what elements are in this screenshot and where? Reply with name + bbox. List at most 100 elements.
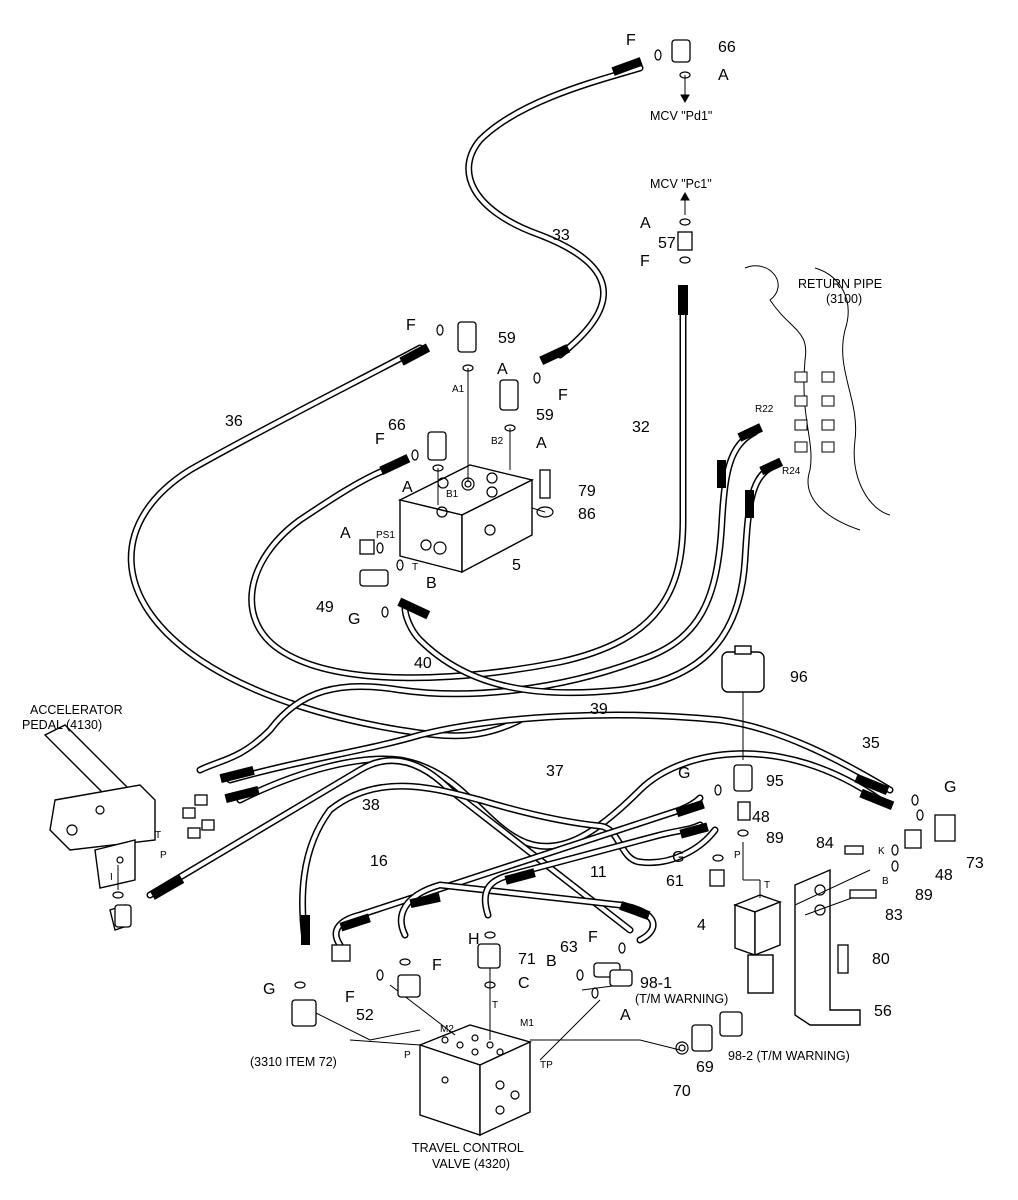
part-66-top: 66: [718, 39, 736, 56]
letter-C: C: [518, 975, 530, 992]
part-36: 36: [225, 413, 243, 430]
port-tp: TP: [540, 1060, 553, 1071]
letter-F-52: F: [345, 989, 355, 1006]
label-tm-warning-1: (T/M WARNING): [635, 992, 728, 1006]
accumulator-96: [721, 645, 765, 760]
pedal-port-i: I: [110, 872, 113, 883]
fittings: [114, 39, 956, 1052]
part-89-center: 89: [766, 830, 784, 847]
letter-F-lower: F: [432, 957, 442, 974]
label-accelerator-pedal-2: PEDAL (4130): [22, 718, 102, 732]
label-accelerator-pedal: ACCELERATOR: [30, 703, 123, 717]
part-16: 16: [370, 853, 388, 870]
part-48-center: 48: [752, 809, 770, 826]
port-r22: R22: [755, 404, 774, 415]
label-return-pipe: RETURN PIPE: [798, 277, 882, 291]
port-labels: A1 B2 B1 PS1 T R22 R24 T P I P T K B M2 …: [110, 384, 889, 1071]
label-mcv-pc1: MCV "Pc1": [650, 177, 712, 191]
part-4: 4: [697, 917, 706, 934]
letter-F-pc1: F: [640, 253, 650, 270]
solenoid-valve-4: [733, 894, 782, 994]
port-t: T: [412, 562, 418, 573]
part-5: 5: [512, 557, 521, 574]
part-40: 40: [414, 655, 432, 672]
valve-port-p: P: [734, 850, 741, 861]
hose-16: [299, 782, 719, 944]
letter-F-59: F: [406, 317, 416, 334]
letter-F-33: F: [558, 387, 568, 404]
part-33: 33: [552, 227, 570, 244]
label-travel-control-valve: TRAVEL CONTROL: [412, 1141, 524, 1155]
part-79: 79: [578, 483, 596, 500]
part-63: 63: [560, 939, 578, 956]
part-48-right: 48: [935, 867, 953, 884]
part-56: 56: [874, 1003, 892, 1020]
part-59-lower: 59: [536, 407, 554, 424]
port-b1: B1: [446, 489, 459, 500]
part-52: 52: [356, 1007, 374, 1024]
letter-A-a1: A: [497, 361, 508, 378]
pedal-port-p: P: [160, 850, 167, 861]
letter-A-block: A: [402, 479, 413, 496]
part-80: 80: [872, 951, 890, 968]
part-39: 39: [590, 701, 608, 718]
letter-H: H: [468, 931, 480, 948]
letter-G-49: G: [348, 611, 360, 628]
part-98-1: 98-1: [640, 975, 672, 992]
letter-F-66: F: [375, 431, 385, 448]
label-mcv-pd1: MCV "Pd1": [650, 109, 712, 123]
port-ps1: PS1: [376, 530, 395, 541]
label-travel-control-valve-2: VALVE (4320): [432, 1157, 510, 1171]
part-37: 37: [546, 763, 564, 780]
letter-A-top: A: [718, 67, 729, 84]
part-59-upper: 59: [498, 330, 516, 347]
port-a1: A1: [452, 384, 465, 395]
part-95: 95: [766, 773, 784, 790]
hose-11: [332, 794, 704, 949]
part-84: 84: [816, 835, 834, 852]
seal-letter-labels: F A A F F A F A F A A B G G G G H F B F …: [263, 32, 956, 1024]
letter-G-95: G: [678, 765, 690, 782]
letter-F-63: F: [588, 929, 598, 946]
part-86: 86: [578, 506, 596, 523]
leader-lines: [117, 75, 871, 1061]
hose-37: [236, 750, 884, 850]
port-b2: B2: [491, 436, 504, 447]
label-tm-warning-2: 98-2 (T/M WARNING): [728, 1049, 850, 1063]
letter-A-pc1: A: [640, 215, 651, 232]
letter-G-lower: G: [263, 981, 275, 998]
bracket-56: [794, 868, 861, 1026]
hose-32: [248, 286, 687, 682]
port-r24: R24: [782, 466, 801, 477]
part-11: 11: [590, 864, 607, 881]
part-38: 38: [362, 797, 380, 814]
part-71: 71: [518, 951, 536, 968]
letter-A-ps1: A: [340, 525, 351, 542]
return-pipe: [744, 265, 891, 531]
part-61: 61: [666, 873, 684, 890]
pedal-port-t: T: [155, 830, 161, 841]
label-3310-item-72: (3310 ITEM 72): [250, 1055, 337, 1069]
letter-A-lower: A: [620, 1007, 631, 1024]
caption-labels: MCV "Pd1" MCV "Pc1" RETURN PIPE (3100) A…: [22, 109, 882, 1171]
valve-port-t: T: [764, 880, 770, 891]
part-66-mid: 66: [388, 417, 406, 434]
port-m1: M1: [520, 1018, 534, 1029]
pilot-valve-block-5: [397, 464, 546, 574]
letter-A-b2: A: [536, 435, 547, 452]
letter-B-lower: B: [546, 953, 557, 970]
letter-F-top: F: [626, 32, 636, 49]
port-k: K: [878, 846, 885, 857]
part-89-right: 89: [915, 887, 933, 904]
hose-38: [146, 756, 634, 934]
part-32: 32: [632, 419, 650, 436]
label-return-pipe-ref: (3100): [826, 292, 862, 306]
part-49: 49: [316, 599, 334, 616]
letter-G-61: G: [672, 849, 684, 866]
accelerator-pedal: [43, 724, 156, 931]
part-57: 57: [658, 235, 676, 252]
hose-40: [401, 464, 774, 697]
hose-fittings: [150, 57, 895, 945]
tcv-port-t: T: [492, 1000, 498, 1011]
